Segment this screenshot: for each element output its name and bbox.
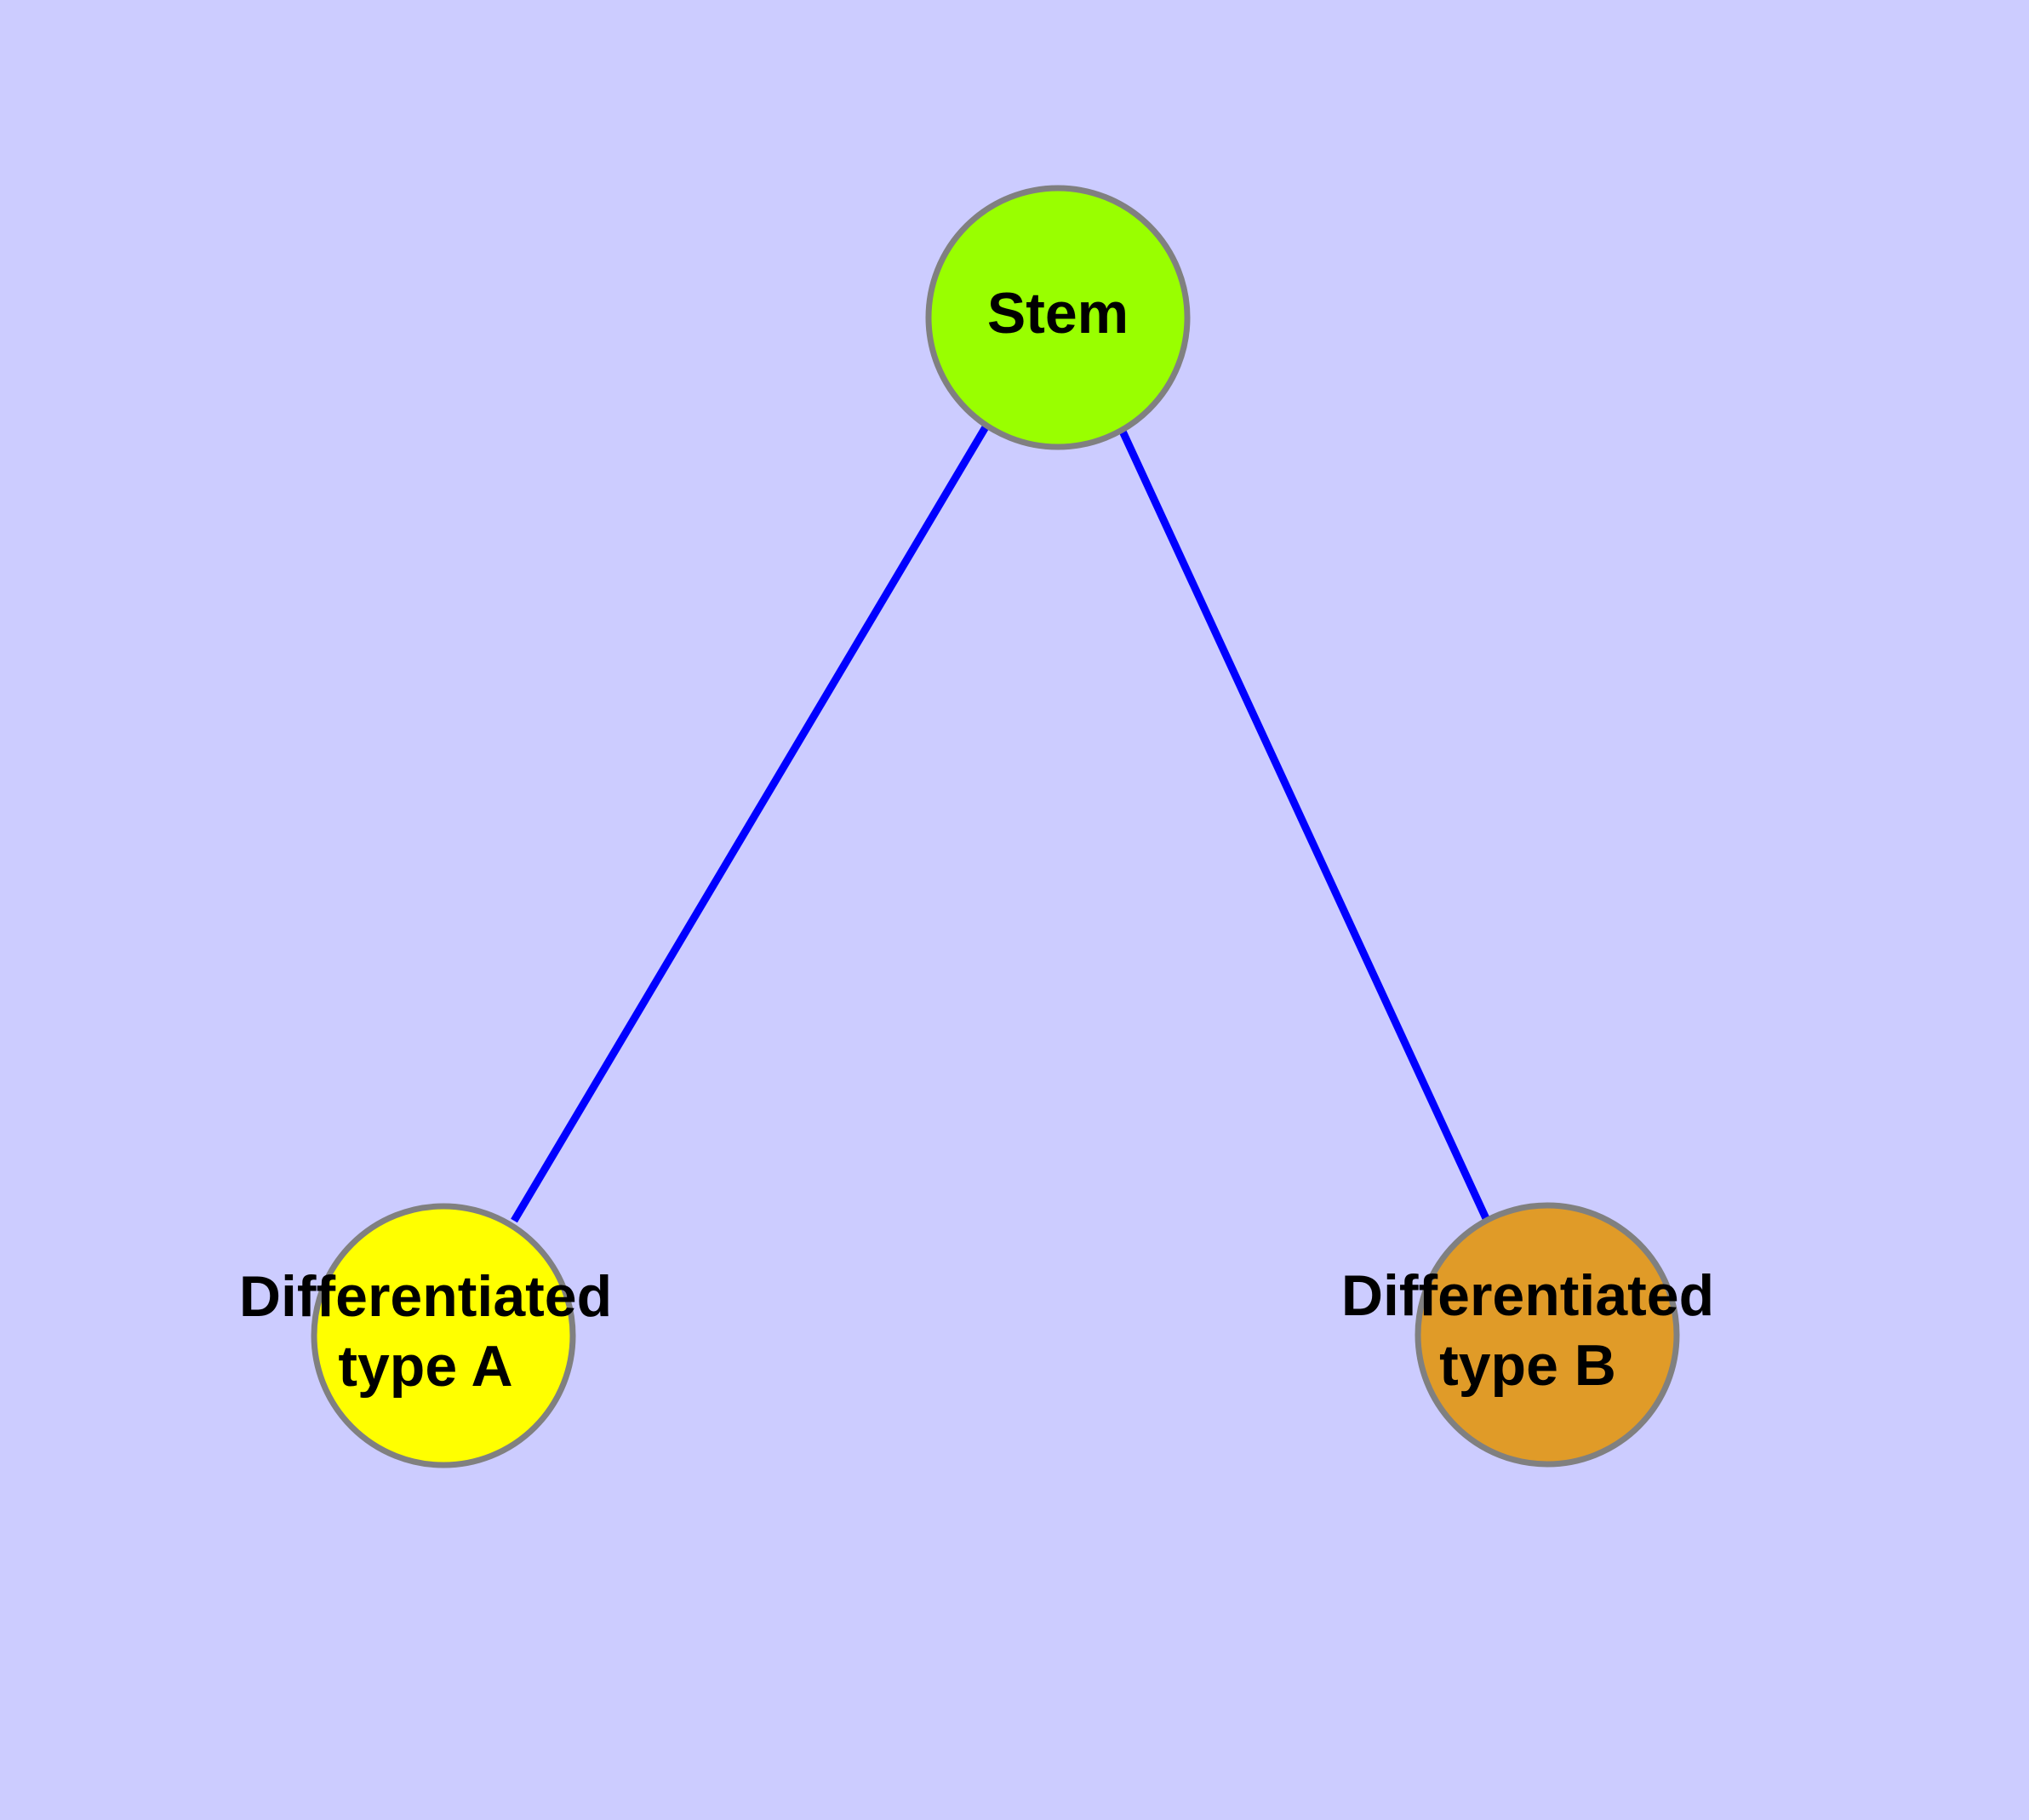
node-layer [311, 185, 1680, 1468]
edge-layer [511, 422, 1494, 1228]
edge-stem-to-diff-b[interactable] [1115, 422, 1494, 1228]
node-label-line: Differentiated [239, 1264, 612, 1329]
node-label-stem: Stem [987, 281, 1129, 346]
node-diff-a[interactable] [311, 1203, 576, 1468]
node-label-line: type B [1439, 1333, 1616, 1398]
node-stem[interactable] [925, 185, 1191, 450]
node-label-line: Differentiated [1341, 1263, 1714, 1328]
edge-stem-to-diff-a[interactable] [511, 423, 990, 1223]
node-diff-b[interactable] [1415, 1202, 1680, 1468]
node-label-line: Stem [987, 281, 1129, 346]
node-label-line: type A [338, 1334, 512, 1399]
